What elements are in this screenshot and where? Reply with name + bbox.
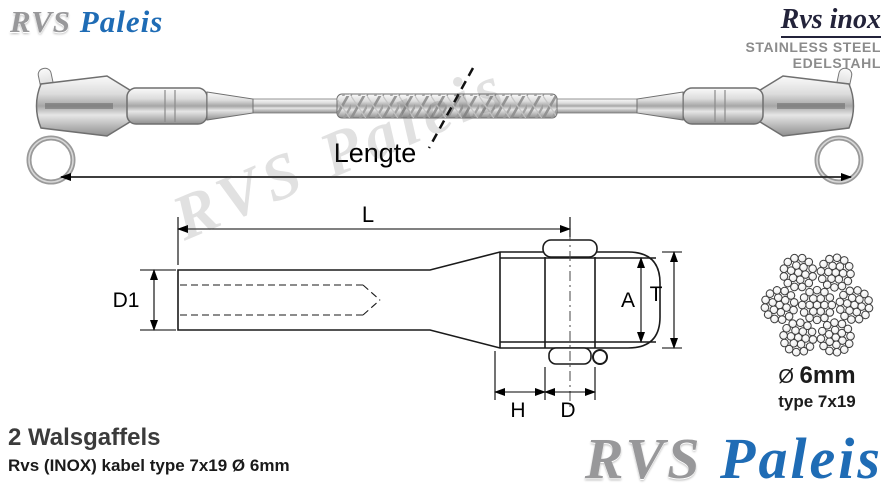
technical-drawing: L D1 A T H D <box>113 202 682 422</box>
left-fork-terminal <box>29 67 253 182</box>
steel-brand-subtitle-de: EDELSTAHL <box>792 55 881 72</box>
dim-label-D1: D1 <box>113 289 140 312</box>
dim-A: A <box>621 257 645 343</box>
dim-label-T: T <box>650 283 663 306</box>
product-title: 2 Walsgaffels <box>8 424 161 451</box>
rope-spec-labels: Ø 6mm type 7x19 <box>748 362 886 412</box>
steel-brand-title: Rvs inox <box>780 4 881 39</box>
product-description: 2 Walsgaffels Rvs (INOX) kabel type 7x19… <box>8 424 290 476</box>
cable-sleeve-right <box>550 98 644 114</box>
dim-label-L: L <box>362 202 374 227</box>
dim-T: T <box>650 251 682 349</box>
dim-label-H: H <box>510 399 525 422</box>
rope-strand <box>831 282 876 328</box>
brand-rvs-text: RVS <box>584 426 703 486</box>
clevis-pin <box>542 231 608 407</box>
diameter-value: 6mm <box>799 362 856 389</box>
wire-rope-cross-section <box>758 249 876 363</box>
right-fork-terminal <box>637 67 861 182</box>
brand-paleis-text: Paleis <box>79 4 164 39</box>
brand-rvs-text: RVS <box>10 4 72 39</box>
cable-sleeve-left <box>250 98 344 114</box>
dim-L: L <box>177 202 571 265</box>
dim-label-A: A <box>621 289 635 312</box>
steel-brand-subtitle-en: STAINLESS STEEL <box>745 39 881 56</box>
break-mark-dashed-line <box>427 67 475 149</box>
pin-ring <box>592 349 608 365</box>
dim-H: H <box>494 351 546 422</box>
brand-logo-bottom-right: RVS Paleis <box>585 425 883 486</box>
thread-bore-hidden-lines <box>180 284 381 316</box>
steel-brand-block: Rvs inox STAINLESS STEEL EDELSTAHL <box>745 4 881 72</box>
fork-terminal-outline <box>177 251 661 349</box>
dim-D1: D1 <box>113 269 176 331</box>
rope-type: type 7x19 <box>778 392 856 411</box>
cable <box>250 93 644 119</box>
product-subtitle: Rvs (INOX) kabel type 7x19 Ø 6mm <box>8 456 290 475</box>
length-dimension: Lengte <box>60 138 852 181</box>
rope-diameter: Ø 6mm <box>748 362 886 390</box>
brand-logo-top-left: RVS Paleis <box>10 4 163 40</box>
brand-paleis-text: Paleis <box>720 426 883 486</box>
dim-label-D: D <box>560 399 575 422</box>
diameter-symbol: Ø <box>778 366 794 388</box>
dim-D: D <box>544 367 596 422</box>
length-label: Lengte <box>334 138 417 168</box>
rope-strand-center <box>797 285 837 325</box>
product-photo: Lengte <box>15 48 875 208</box>
